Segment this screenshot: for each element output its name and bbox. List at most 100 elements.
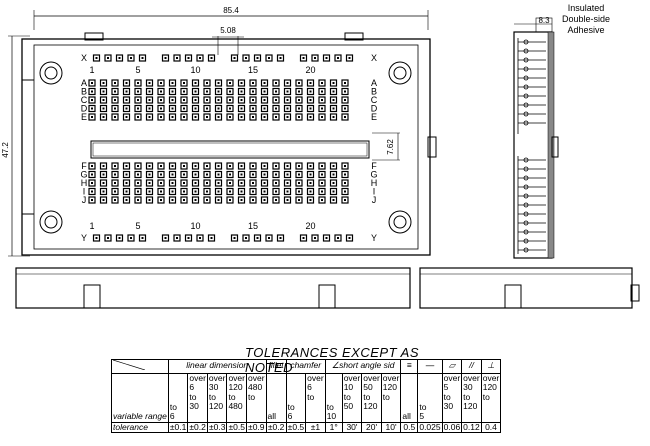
column-number-bottom: 5 [135, 221, 140, 231]
breadboard-hole [157, 87, 165, 96]
breadboard-hole [111, 170, 119, 179]
breadboard-hole [329, 96, 338, 104]
overall-width-label: 85.4 [223, 6, 239, 15]
bus-row-label: X [371, 53, 377, 63]
breadboard-hole [191, 87, 200, 96]
row-label: A [371, 78, 377, 88]
tolerance-value-cell: 0.4 [480, 421, 502, 433]
row-label: E [81, 112, 87, 122]
breadboard-hole [329, 79, 338, 87]
adhesive-note-line3: Adhesive [567, 25, 604, 35]
breadboard-hole [207, 54, 216, 62]
breadboard-hole [104, 234, 112, 242]
height-label: 47.2 [1, 142, 10, 158]
breadboard-hole [295, 196, 303, 204]
breadboard-hole [226, 104, 234, 113]
row-label: D [371, 104, 378, 114]
breadboard-hole [341, 87, 349, 96]
row-label: G [370, 170, 377, 180]
breadboard-hole [295, 170, 303, 179]
breadboard-hole [180, 96, 188, 104]
breadboard-hole [111, 87, 119, 96]
breadboard-hole [161, 54, 170, 62]
breadboard-hole [306, 162, 315, 170]
breadboard-hole [272, 104, 280, 113]
breadboard-hole [272, 170, 280, 179]
breadboard-hole [168, 187, 177, 196]
breadboard-hole [341, 179, 349, 187]
breadboard-hole [226, 162, 234, 170]
breadboard-hole [345, 234, 354, 242]
breadboard-hole [88, 187, 96, 196]
breadboard-hole [92, 54, 101, 62]
breadboard-hole [237, 170, 246, 179]
breadboard-hole [203, 113, 211, 121]
row-label: H [81, 178, 88, 188]
breadboard-hole [157, 104, 165, 113]
breadboard-hole [88, 179, 96, 187]
breadboard-hole [180, 79, 188, 87]
breadboard-hole [203, 196, 211, 204]
group-angle: ∠short angle sid [324, 359, 402, 374]
breadboard-hole [111, 187, 119, 196]
breadboard-hole [88, 104, 96, 113]
breadboard-hole [306, 187, 315, 196]
row-gap-label: 7.62 [386, 139, 395, 155]
breadboard-hole [276, 54, 285, 62]
breadboard-hole [207, 234, 216, 242]
tolerance-value-cell: 1° [324, 421, 343, 433]
breadboard-hole [134, 113, 142, 121]
mount-hole-top-right [388, 61, 412, 85]
row-label: H [371, 178, 378, 188]
breadboard-hole [99, 187, 108, 196]
tolerance-value-cell: ±0.3 [206, 421, 228, 433]
breadboard-hole [260, 96, 269, 104]
column-number-bottom: 1 [89, 221, 94, 231]
breadboard-hole [265, 54, 273, 62]
breadboard-hole [260, 79, 269, 87]
breadboard-hole [99, 87, 108, 96]
breadboard-hole [329, 187, 338, 196]
breadboard-hole [184, 54, 193, 62]
breadboard-hole [92, 234, 101, 242]
breadboard-hole [168, 79, 177, 87]
breadboard-hole [249, 87, 257, 96]
breadboard-hole [168, 179, 177, 187]
breadboard-hole [295, 96, 303, 104]
end-view-body [419, 267, 633, 309]
breadboard-hole [272, 179, 280, 187]
breadboard-hole [214, 179, 223, 187]
breadboard-hole [203, 162, 211, 170]
row-label: I [373, 187, 376, 197]
breadboard-hole [253, 234, 262, 242]
breadboard-hole [276, 234, 285, 242]
breadboard-hole [295, 187, 303, 196]
breadboard-hole [322, 54, 331, 62]
breadboard-hole [111, 162, 119, 170]
breadboard-hole [122, 87, 131, 96]
breadboard-hole [122, 104, 131, 113]
breadboard-hole [214, 87, 223, 96]
row-label: J [82, 195, 87, 205]
mount-hole-top-left [39, 61, 63, 85]
mount-hole-bottom-left [39, 210, 63, 234]
group-chamfer: chamfer [285, 359, 326, 374]
breadboard-hole [295, 79, 303, 87]
breadboard-hole [168, 104, 177, 113]
breadboard-hole [272, 96, 280, 104]
breadboard-hole [341, 170, 349, 179]
breadboard-hole [168, 162, 177, 170]
breadboard-hole [173, 234, 181, 242]
breadboard-hole [99, 104, 108, 113]
breadboard-hole [111, 113, 119, 121]
breadboard-hole [203, 104, 211, 113]
breadboard-hole [226, 87, 234, 96]
breadboard-hole [237, 79, 246, 87]
breadboard-hole [157, 179, 165, 187]
breadboard-hole [145, 104, 154, 113]
side-view-body [513, 31, 553, 259]
breadboard-hole [253, 54, 262, 62]
breadboard-hole [173, 54, 181, 62]
